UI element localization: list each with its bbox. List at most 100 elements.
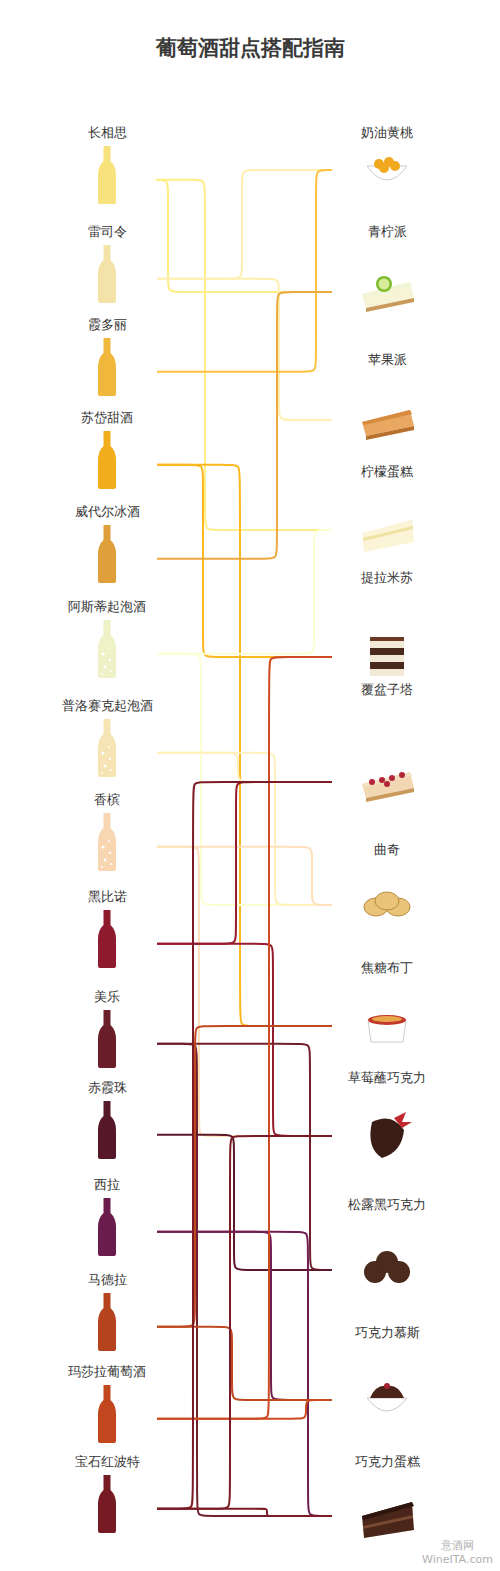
wine-bottle	[98, 146, 116, 204]
pairing-line	[157, 847, 332, 1136]
wine-bottle	[98, 813, 116, 871]
wine-name: 宝石红波特	[57, 1453, 157, 1471]
pairing-line	[157, 1044, 332, 1516]
bottle-icon	[57, 1473, 157, 1535]
lime-inner	[379, 279, 390, 290]
dessert-name: 曲奇	[332, 841, 442, 859]
pairing-line	[157, 465, 332, 1026]
cake-slice	[362, 1502, 414, 1538]
dessert-icon	[332, 1242, 442, 1298]
wine-node: 长相思	[57, 124, 157, 206]
tiramisu-top	[370, 637, 404, 641]
raspberry	[369, 779, 375, 785]
wine-name: 威代尔冰酒	[57, 503, 157, 521]
dessert-icon	[332, 754, 442, 810]
peach	[390, 161, 400, 171]
cake-top	[362, 516, 414, 533]
watermark: WineITA.com	[420, 1553, 495, 1566]
bottle-icon	[57, 144, 157, 206]
dessert-icon	[332, 142, 442, 198]
pairing-line	[157, 1232, 332, 1516]
leaf	[394, 1112, 412, 1128]
wine-node: 普洛赛克起泡酒	[57, 697, 157, 779]
pairing-line	[157, 847, 332, 905]
dessert-node: 苹果派	[332, 351, 442, 448]
lime	[376, 276, 392, 292]
bottle-icon	[57, 1196, 157, 1258]
dessert-name: 草莓蘸巧克力	[332, 1069, 442, 1087]
wine-name: 苏岱甜酒	[57, 409, 157, 427]
dessert-node: 巧克力慕斯	[332, 1324, 442, 1428]
pairing-line	[157, 180, 332, 530]
dessert-icon	[332, 502, 442, 558]
wine-node: 苏岱甜酒	[57, 409, 157, 491]
dessert-icon	[332, 1488, 442, 1544]
wine-node: 香槟	[57, 791, 157, 873]
pairing-line	[157, 782, 332, 944]
wine-name: 普洛赛克起泡酒	[57, 697, 157, 715]
wine-bottle	[98, 525, 116, 583]
dessert-icon	[332, 1372, 442, 1428]
wine-name: 西拉	[57, 1176, 157, 1194]
pairing-line	[157, 180, 332, 292]
dessert-name: 巧克力蛋糕	[332, 1453, 442, 1471]
wine-node: 美乐	[57, 988, 157, 1070]
raspberry	[389, 775, 395, 781]
dessert-node: 奶油黄桃	[332, 124, 442, 198]
caramel	[368, 1015, 406, 1025]
caramel-top	[372, 1016, 402, 1022]
dessert-name: 松露黑巧克力	[332, 1196, 442, 1214]
bubble	[101, 845, 104, 848]
watermark: 意酒网	[430, 1538, 485, 1553]
bubble	[104, 859, 107, 862]
slice-crust	[366, 426, 414, 440]
pairing-line	[157, 944, 332, 1136]
pairing-line	[157, 279, 332, 420]
bowl	[367, 1398, 407, 1411]
strawberry	[370, 1118, 404, 1158]
chart-title: 葡萄酒甜点搭配指南	[0, 34, 500, 62]
wine-name: 香槟	[57, 791, 157, 809]
dessert-name: 苹果派	[332, 351, 442, 369]
cookie	[375, 892, 399, 910]
wine-node: 霞多丽	[57, 316, 157, 398]
bubble	[109, 852, 111, 854]
dessert-name: 巧克力慕斯	[332, 1324, 442, 1342]
pairing-line	[157, 1327, 332, 1400]
tiramisu-layer	[370, 655, 404, 662]
bubble	[109, 758, 111, 760]
pairing-line	[157, 1400, 332, 1419]
wine-name: 霞多丽	[57, 316, 157, 334]
wine-bottle	[98, 338, 116, 396]
bottle-icon	[57, 1008, 157, 1070]
pairing-line	[157, 465, 332, 657]
pairing-line	[157, 1509, 332, 1516]
bubble	[101, 751, 104, 754]
pairing-line	[157, 1044, 332, 1270]
cake-top	[362, 1502, 414, 1520]
peach	[379, 163, 389, 173]
bubble	[104, 765, 107, 768]
wine-node: 雷司令	[57, 223, 157, 305]
slice-crust	[366, 298, 414, 312]
truffle	[376, 1251, 398, 1273]
bubble	[101, 866, 103, 868]
wine-node: 玛莎拉葡萄酒	[57, 1363, 157, 1445]
wine-name: 长相思	[57, 124, 157, 142]
pairing-line	[157, 170, 332, 372]
dessert-node: 草莓蘸巧克力	[332, 1069, 442, 1164]
dessert-node: 焦糖布丁	[332, 959, 442, 1054]
slice-crust	[366, 788, 414, 802]
wine-name: 美乐	[57, 988, 157, 1006]
pairing-line	[157, 1136, 332, 1509]
wine-bottle	[98, 245, 116, 303]
bubble	[101, 772, 103, 774]
wine-bottle	[98, 1385, 116, 1443]
dessert-icon	[332, 392, 442, 448]
bubble	[101, 673, 103, 675]
pairing-line	[157, 657, 332, 1419]
wine-node: 赤霞珠	[57, 1079, 157, 1161]
bottle-icon	[57, 429, 157, 491]
wine-name: 玛莎拉葡萄酒	[57, 1363, 157, 1381]
